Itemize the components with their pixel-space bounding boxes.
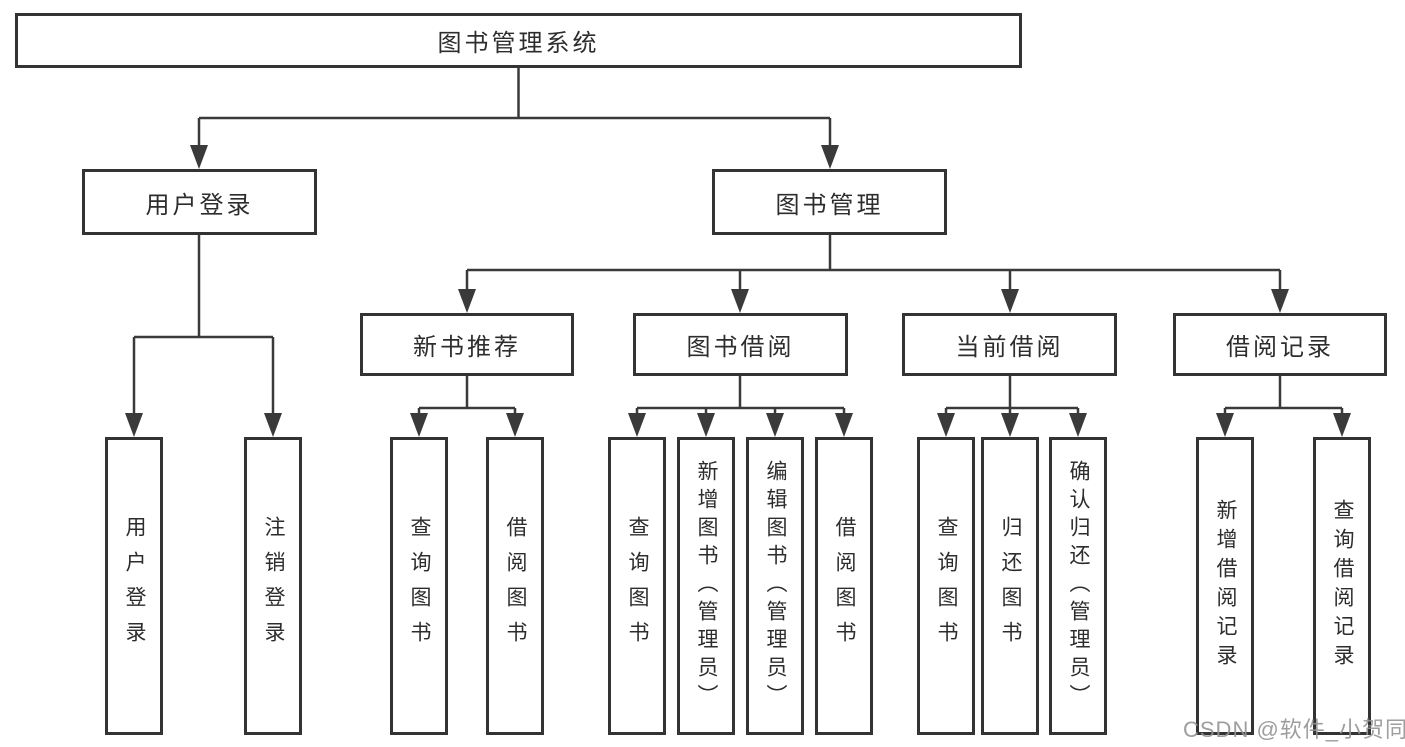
leaf-label: 查询借阅记录 (1331, 499, 1354, 673)
arrowhead (410, 413, 428, 437)
arrowhead (1001, 289, 1019, 313)
leaf-logout: 注销登录 (244, 437, 302, 735)
leaf-label: 借阅图书 (504, 516, 527, 656)
arrowhead (458, 289, 476, 313)
node-book-borrowing: 图书借阅 (633, 313, 848, 376)
arrowhead (697, 413, 715, 437)
node-new-book-recommendation: 新书推荐 (360, 313, 574, 376)
arrowhead (1069, 413, 1087, 437)
arrowhead (125, 413, 143, 437)
node-user-login: 用户登录 (82, 169, 317, 235)
leaf-label: 查询图书 (408, 516, 431, 656)
leaf-label: 用户登录 (123, 516, 146, 656)
leaf-query-books-recommend: 查询图书 (390, 437, 448, 735)
arrowhead (264, 413, 282, 437)
node-current-borrowing: 当前借阅 (902, 313, 1117, 376)
leaf-label: 查询图书 (935, 516, 958, 656)
leaf-label: 注销登录 (262, 516, 285, 656)
leaf-label: 新增借阅记录 (1214, 499, 1237, 673)
node-label: 图书管理系统 (437, 30, 600, 57)
arrowhead (821, 145, 839, 169)
node-book-management: 图书管理 (712, 169, 947, 235)
leaf-label: 确认归还（管理员） (1067, 460, 1090, 712)
leaf-query-books-current: 查询图书 (917, 437, 975, 735)
leaf-add-books-admin: 新增图书（管理员） (677, 437, 735, 735)
arrowhead (731, 289, 749, 313)
leaf-label: 查询图书 (626, 516, 649, 656)
leaf-label: 归还图书 (999, 516, 1022, 656)
arrowhead (766, 413, 784, 437)
arrowhead (190, 145, 208, 169)
node-label: 当前借阅 (955, 334, 1064, 361)
node-label: 图书借阅 (686, 334, 795, 361)
leaf-query-books-borrowing: 查询图书 (608, 437, 666, 735)
node-label: 用户登录 (145, 191, 254, 219)
arrowhead (506, 413, 524, 437)
arrowhead-group (125, 145, 1351, 437)
leaf-return-books: 归还图书 (981, 437, 1039, 735)
node-library-management-system: 图书管理系统 (15, 13, 1022, 68)
leaf-label: 编辑图书（管理员） (764, 460, 787, 712)
arrowhead (1333, 413, 1351, 437)
leaf-borrow-books-recommend: 借阅图书 (486, 437, 544, 735)
leaf-label: 新增图书（管理员） (695, 460, 718, 712)
arrowhead (937, 413, 955, 437)
arrowhead (628, 413, 646, 437)
leaf-borrow-books-borrowing: 借阅图书 (815, 437, 873, 735)
arrowhead (835, 413, 853, 437)
leaf-user-login: 用户登录 (105, 437, 163, 735)
arrowhead (1216, 413, 1234, 437)
leaf-label: 借阅图书 (833, 516, 856, 656)
leaf-confirm-return-admin: 确认归还（管理员） (1049, 437, 1107, 735)
arrowhead (1271, 289, 1289, 313)
node-borrowing-records: 借阅记录 (1173, 313, 1387, 376)
node-label: 借阅记录 (1226, 334, 1334, 361)
node-label: 图书管理 (775, 191, 884, 219)
node-label: 新书推荐 (413, 334, 521, 361)
leaf-query-borrow-record: 查询借阅记录 (1313, 437, 1371, 735)
csdn-watermark: CSDN @软件_小贺同学 (1183, 717, 1405, 742)
arrowhead (1001, 413, 1019, 437)
leaf-edit-books-admin: 编辑图书（管理员） (746, 437, 804, 735)
leaf-add-borrow-record: 新增借阅记录 (1196, 437, 1254, 735)
